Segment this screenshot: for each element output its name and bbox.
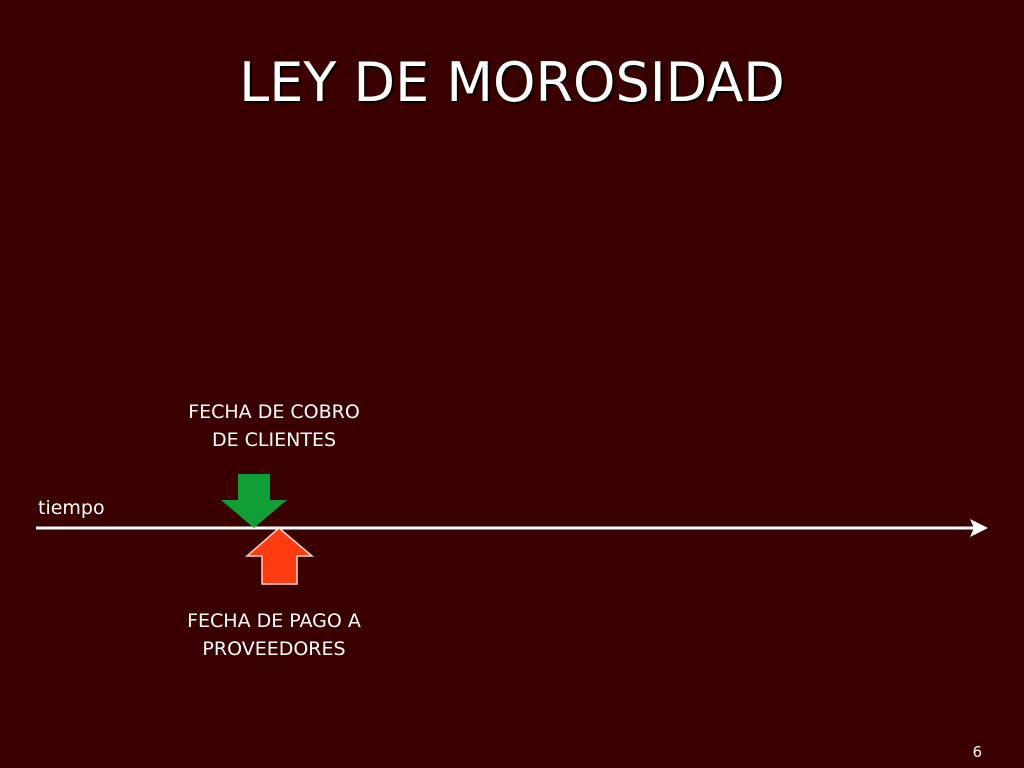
page-number: 6 bbox=[972, 743, 982, 761]
timeline-axis bbox=[36, 519, 988, 537]
payment-date-label: FECHA DE PAGO A PROVEEDORES bbox=[164, 607, 384, 663]
down-arrow-icon bbox=[221, 474, 287, 528]
up-arrow-icon bbox=[245, 527, 315, 585]
slide-title: LEY DE MOROSIDAD bbox=[239, 51, 785, 114]
collection-date-line-2: DE CLIENTES bbox=[211, 429, 337, 451]
timeline-label: tiempo bbox=[38, 497, 105, 519]
timeline-arrowhead-icon bbox=[970, 519, 988, 537]
collection-date-label: FECHA DE COBRO DE CLIENTES bbox=[164, 398, 384, 454]
collection-date-line-1: FECHA DE COBRO bbox=[188, 401, 360, 423]
payment-date-line-2: PROVEEDORES bbox=[202, 638, 346, 660]
payment-date-line-1: FECHA DE PAGO A bbox=[187, 610, 361, 632]
